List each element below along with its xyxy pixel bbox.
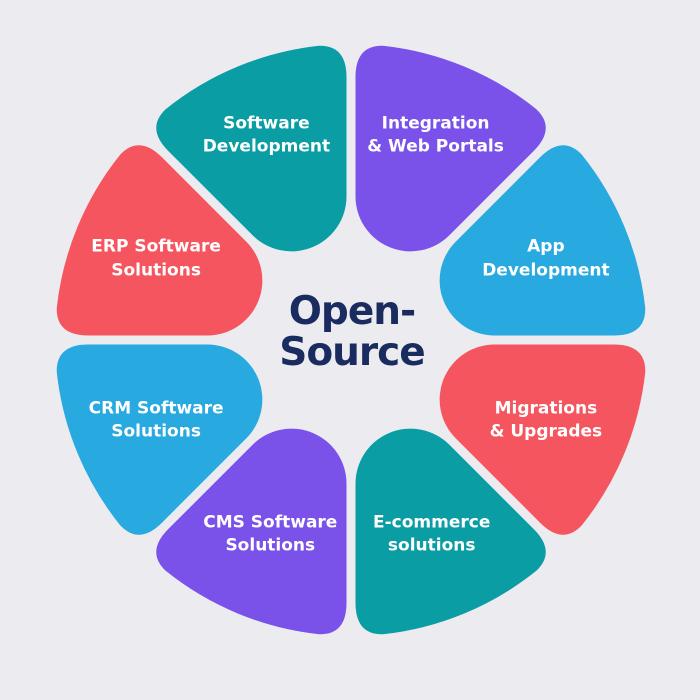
segment-label-line: Migrations xyxy=(494,398,598,419)
segment-label-line: Development xyxy=(202,136,331,157)
segment-label-line: Development xyxy=(482,260,610,281)
segment-shape-erp-software-solutions xyxy=(56,145,263,336)
segment-label-line: Integration xyxy=(381,113,490,134)
segment-label-line: CRM Software xyxy=(88,398,224,419)
segment-label-line: solutions xyxy=(387,535,476,556)
segment-label-integration-web-portals: Integration& Web Portals xyxy=(367,112,504,159)
segment-label-migrations-upgrades: Migrations& Upgrades xyxy=(490,397,603,444)
segment-label-line: CMS Software xyxy=(203,512,338,533)
segment-label-line: Solutions xyxy=(225,535,316,556)
segment-label-line: ERP Software xyxy=(91,236,221,257)
segment-shape-software-development xyxy=(156,45,347,252)
segment-shape-integration-web-portals xyxy=(355,45,546,252)
segment-shape-cms-software-solutions xyxy=(156,428,347,635)
center-title: Open- Source xyxy=(279,289,425,375)
segment-shape-crm-software-solutions xyxy=(56,344,263,535)
segment-label-line: Solutions xyxy=(111,421,201,442)
segment-label-line: & Upgrades xyxy=(489,421,603,442)
segment-shape-app-development xyxy=(439,145,646,336)
segment-label-line: Solutions xyxy=(111,260,201,281)
segment-shape-migrations-upgrades xyxy=(439,344,646,535)
segment-label-line: Software xyxy=(223,113,310,134)
segment-label-line: E-commerce xyxy=(373,512,491,533)
segment-shape-e-commerce-solutions xyxy=(355,428,546,635)
segment-label-line: & Web Portals xyxy=(367,136,504,157)
center-title-line-1: Open- xyxy=(288,289,416,335)
center-title-line-2: Source xyxy=(279,330,425,375)
segment-label-line: App xyxy=(527,236,565,257)
